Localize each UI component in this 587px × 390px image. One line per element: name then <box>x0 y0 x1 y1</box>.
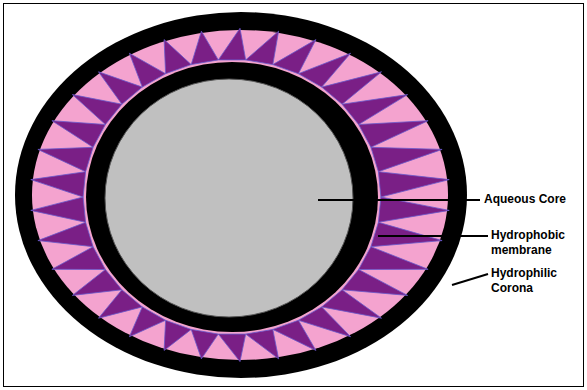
spike <box>273 320 316 350</box>
leader-line <box>452 274 488 285</box>
spike <box>31 197 86 222</box>
corona-label: Hydrophilic Corona <box>490 266 576 296</box>
spike <box>246 329 279 358</box>
leader-line <box>378 235 488 237</box>
spike <box>31 172 86 197</box>
spike <box>52 247 106 270</box>
spike-pattern <box>31 28 449 361</box>
spike <box>273 40 316 74</box>
aqueous-core <box>105 79 353 317</box>
spike <box>191 329 218 358</box>
spike <box>38 222 93 246</box>
spike <box>359 121 429 148</box>
spike <box>378 172 449 197</box>
spike <box>52 121 106 148</box>
spike <box>359 247 429 270</box>
spike <box>371 222 442 246</box>
spike <box>246 31 279 64</box>
spike <box>218 334 245 362</box>
leader-line <box>318 199 480 201</box>
spike <box>191 31 218 64</box>
spike <box>38 147 93 171</box>
core-label: Aqueous Core <box>483 192 567 207</box>
inner-ring <box>86 62 378 332</box>
spike <box>371 147 442 171</box>
spike <box>218 28 245 60</box>
membrane-label: Hydrophobic membrane <box>490 228 576 258</box>
outer-ring <box>15 12 467 378</box>
frame <box>4 4 584 387</box>
